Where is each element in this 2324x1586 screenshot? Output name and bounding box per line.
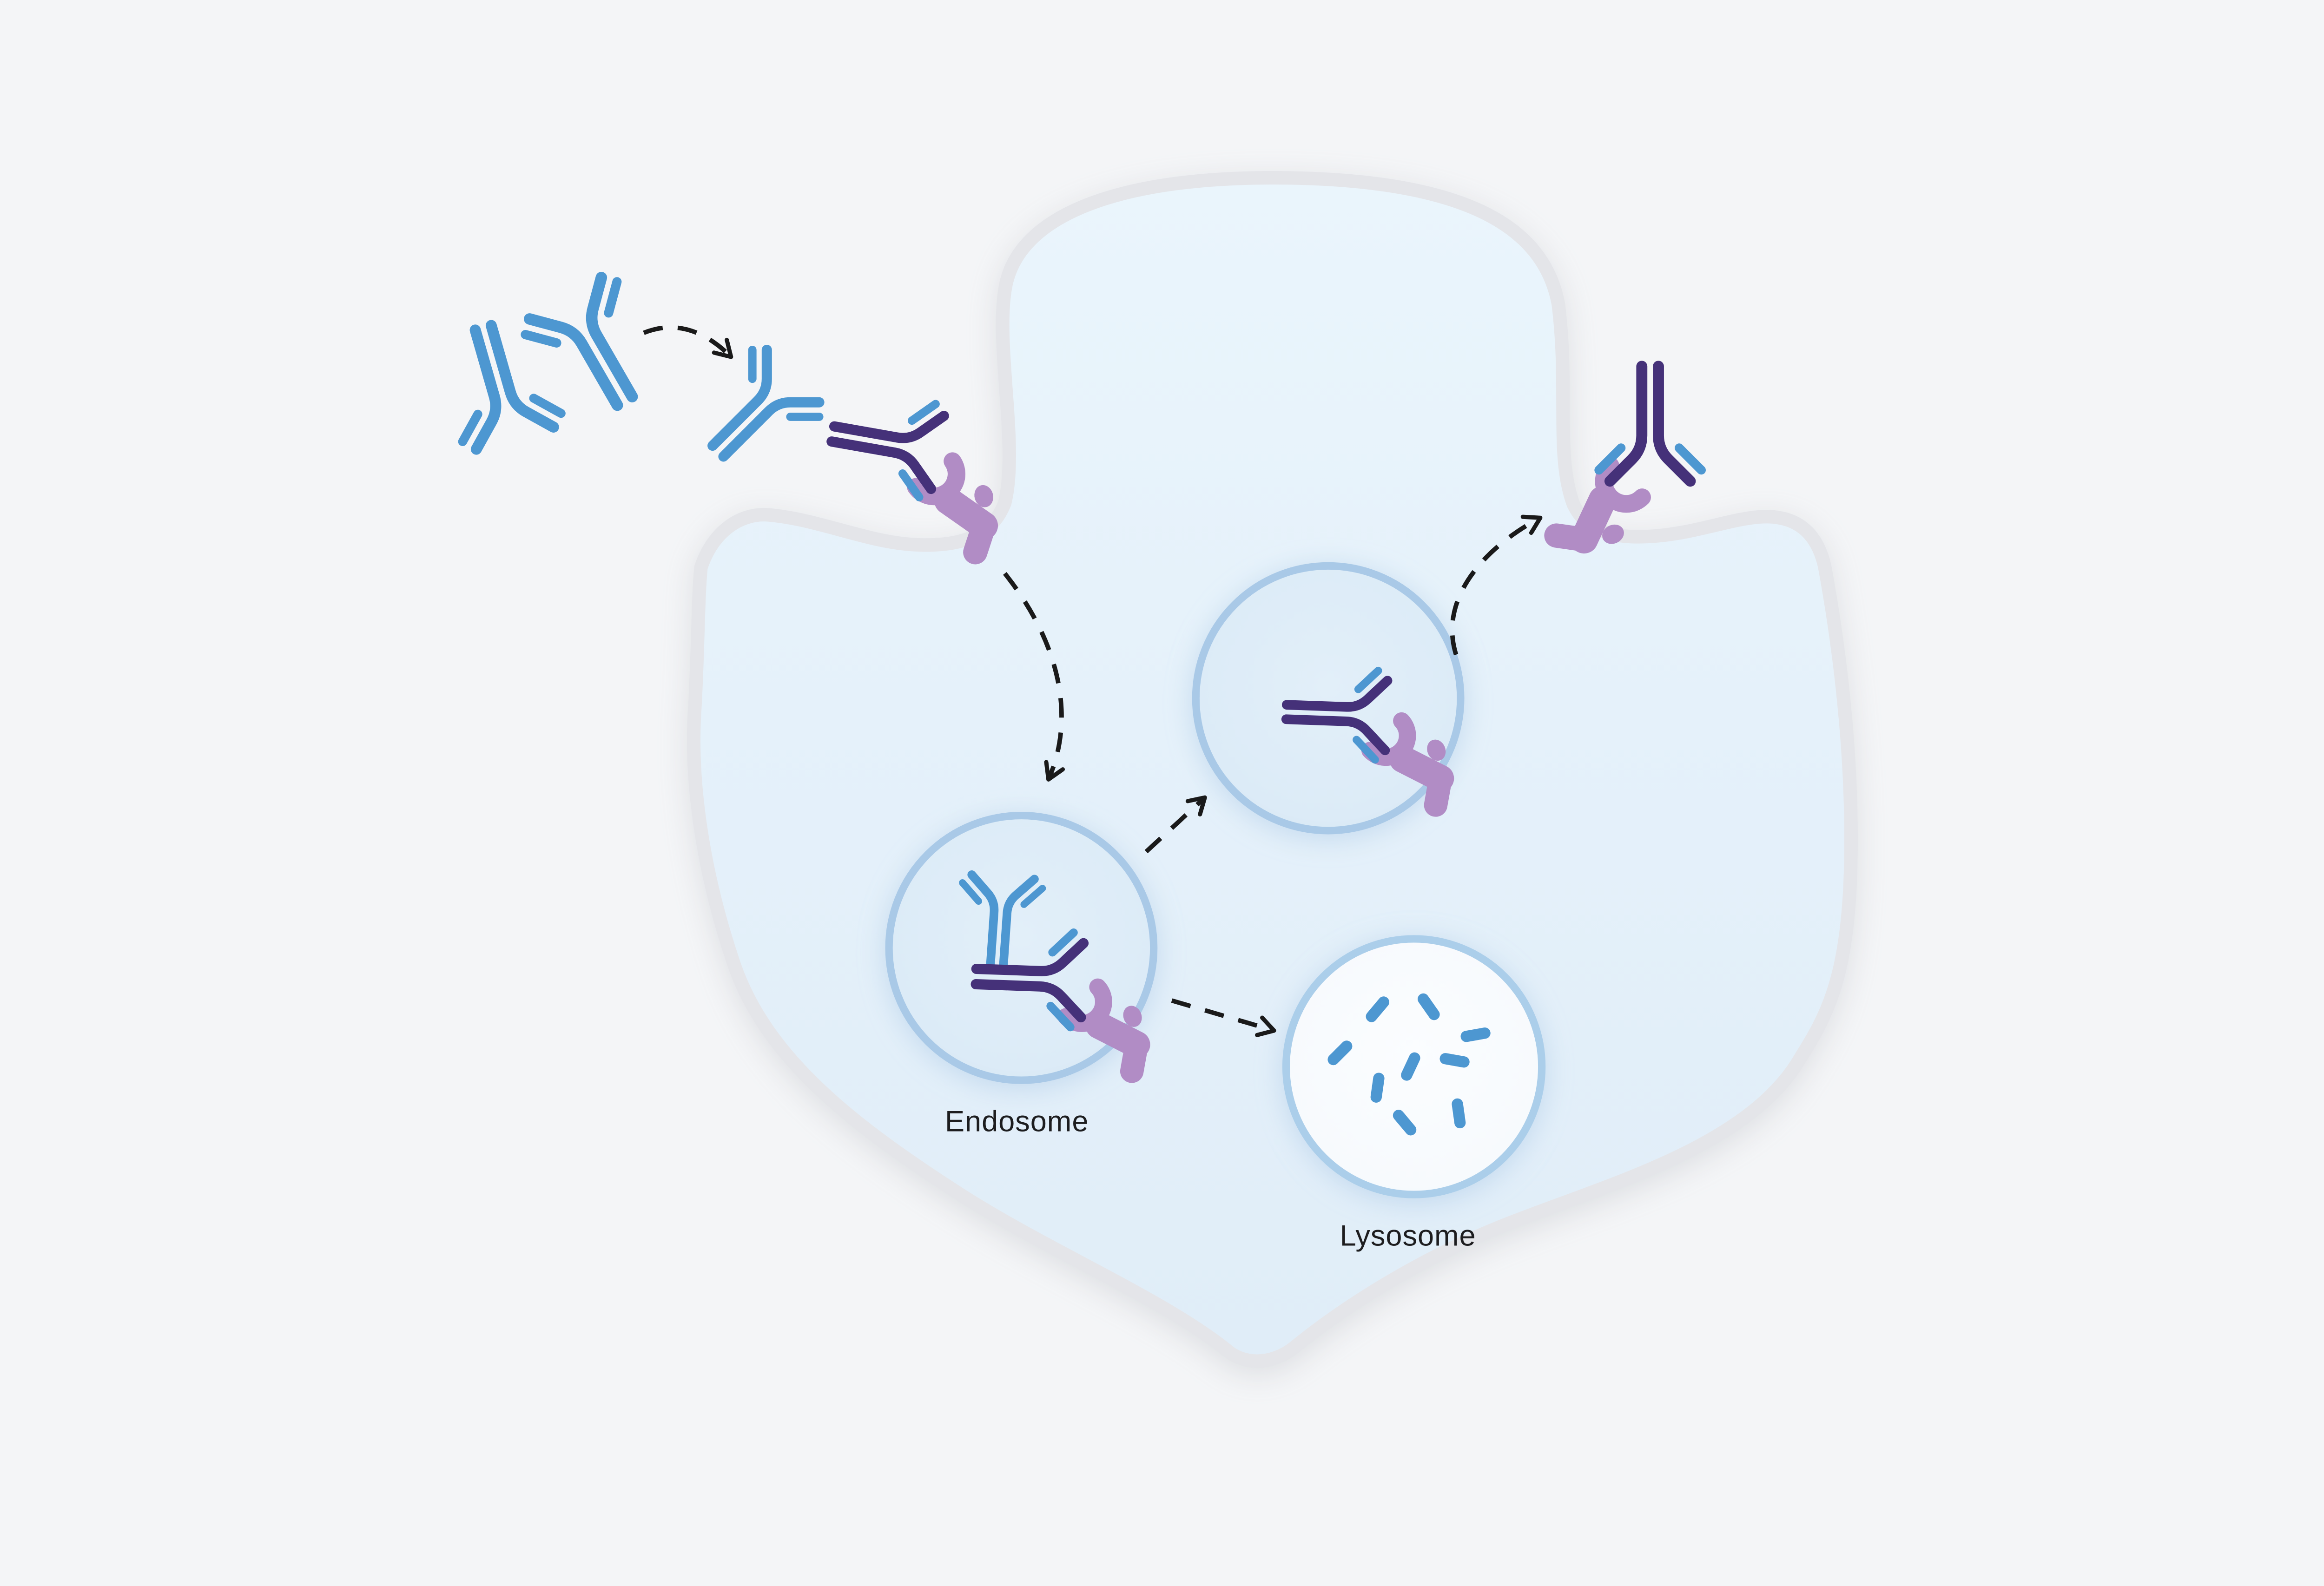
antibody-fragment-icon	[1417, 993, 1440, 1020]
dashed-arrow-recycling	[1144, 795, 1207, 854]
antibody-fragment-icon	[1393, 1110, 1417, 1136]
recycling-vesicle	[1192, 562, 1465, 835]
dashed-arrow-release	[1450, 514, 1543, 656]
antibody-fragment-icon	[1460, 1027, 1491, 1042]
antibody-fragment-icon	[1439, 1053, 1470, 1068]
degraded-antibody-fragments	[1327, 993, 1491, 1136]
dashed-arrow-binding	[643, 325, 733, 359]
antibody-icon-free-3	[684, 342, 827, 485]
dashed-arrow-internalization	[1003, 572, 1065, 782]
antibody-fragment-icon	[1366, 996, 1389, 1022]
lysosome-label: Lysosome	[1340, 1220, 1476, 1252]
antibody-fragment-icon	[1401, 1052, 1420, 1081]
endosome-label: Endosome	[945, 1106, 1089, 1138]
antibody-fragment-icon	[1370, 1073, 1385, 1103]
antibody-fragment-icon	[1327, 1040, 1353, 1066]
antibody-icon-entry-bound	[825, 387, 946, 499]
dashed-arrow-degradation	[1171, 998, 1276, 1037]
antibody-fragment-icon	[1452, 1098, 1466, 1129]
antibody-icon-free-2	[434, 313, 564, 453]
